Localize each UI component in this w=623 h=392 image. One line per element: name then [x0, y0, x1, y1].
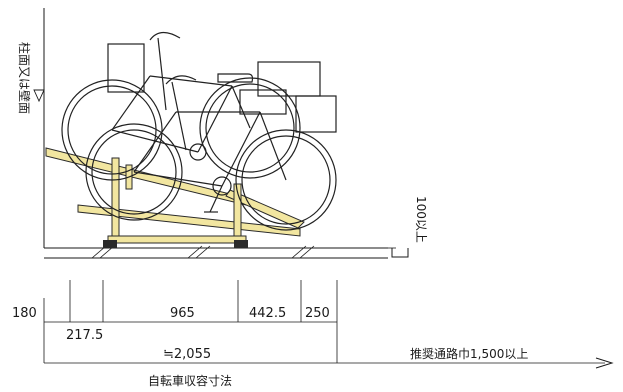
dim-180: 180	[12, 306, 37, 321]
bike1-basket	[107, 43, 145, 93]
dim-250: 250	[305, 306, 330, 321]
bike2-front-wheel	[235, 129, 337, 231]
dim-965: 965	[170, 306, 195, 321]
bicycle-rack	[45, 147, 305, 248]
dim-217-5: 217.5	[66, 328, 103, 343]
aisle-label: 推奨通路巾1,500以上	[410, 346, 528, 361]
clearance-bracket	[391, 248, 409, 258]
arrow-right-icon	[595, 357, 614, 369]
wall-marker-icon	[33, 89, 45, 103]
dimension-lines	[43, 280, 605, 364]
bicycle-upper	[61, 31, 301, 181]
dim-442-5: 442.5	[249, 306, 286, 321]
clearance-label: 100以上	[414, 196, 428, 243]
bicycle-lower	[85, 61, 337, 231]
rack-foot-left	[103, 240, 117, 248]
bike2-basket	[257, 61, 321, 97]
bike1-front-wheel	[199, 77, 301, 179]
dim-total: ≒2,055	[163, 347, 211, 362]
floor-hatch	[91, 245, 315, 259]
bike2-rear-wheel	[85, 123, 183, 221]
rack-foot-right	[234, 240, 248, 248]
wall-label: 柱面又は壁面	[17, 42, 32, 114]
bike1-rear-wheel	[61, 79, 163, 181]
storage-label: 自転車収容寸法	[148, 373, 232, 388]
